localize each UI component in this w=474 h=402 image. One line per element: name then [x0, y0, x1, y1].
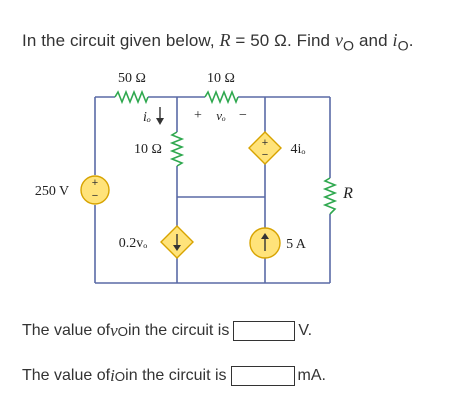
io-answer-sub: O [114, 368, 126, 384]
io-arrow [156, 107, 164, 125]
label-vo: vₒ [216, 108, 226, 123]
io-answer-symbol: i [110, 366, 115, 385]
vo-answer-prefix: The value of [22, 322, 111, 339]
resistor-r [322, 177, 338, 215]
r-symbol: R [219, 30, 231, 50]
dep-source-minus: − [262, 149, 268, 161]
resistor-10-ohm-top [204, 89, 239, 105]
label-10-ohm-middle: 10 Ω [134, 142, 162, 157]
current-source-5a [249, 227, 281, 259]
io-subscript: O [397, 38, 409, 55]
io-symbol: i [392, 30, 398, 50]
label-250v: 250 V [35, 184, 69, 199]
dependent-voltage-source: + − [248, 131, 282, 165]
io-answer-unit: mA. [297, 367, 326, 384]
io-answer-suffix: in the circuit is [125, 367, 227, 384]
question-and: and [354, 31, 393, 50]
label-50-ohm: 50 Ω [118, 71, 146, 86]
io-answer-input[interactable] [230, 366, 295, 386]
question-end: . [408, 31, 414, 50]
vo-subscript: O [343, 38, 355, 55]
voltage-source-250v: + − [80, 175, 110, 205]
question-value: = 50 Ω. Find [230, 31, 335, 50]
dependent-current-source [160, 225, 194, 259]
label-0-2vo: 0.2vₒ [119, 236, 148, 251]
source-minus: − [92, 190, 98, 202]
question-text: In the circuit given below, R = 50 Ω. Fi… [22, 30, 414, 54]
vo-answer-unit: V. [298, 322, 313, 339]
vo-answer-input[interactable] [233, 321, 296, 341]
label-r: R [342, 185, 353, 202]
wires [94, 96, 331, 284]
dep-source-plus: + [262, 137, 268, 149]
source-plus: + [92, 177, 98, 189]
vo-answer-symbol: v [110, 321, 118, 340]
vo-minus: − [239, 108, 247, 123]
label-10-ohm-top: 10 Ω [207, 71, 235, 86]
vo-answer-sub: O [117, 323, 128, 339]
vo-plus: + [194, 108, 202, 123]
vo-symbol: v [334, 30, 344, 50]
label-4io: 4iₒ [291, 142, 306, 157]
resistor-10-ohm-middle [169, 131, 185, 167]
label-io: iₒ [143, 110, 151, 125]
vo-answer-suffix: in the circuit is [127, 322, 230, 339]
label-5a: 5 A [286, 237, 307, 252]
resistor-50-ohm [114, 89, 149, 105]
io-answer-prefix: The value of [22, 367, 111, 384]
question-prefix: In the circuit given below, [22, 31, 220, 50]
